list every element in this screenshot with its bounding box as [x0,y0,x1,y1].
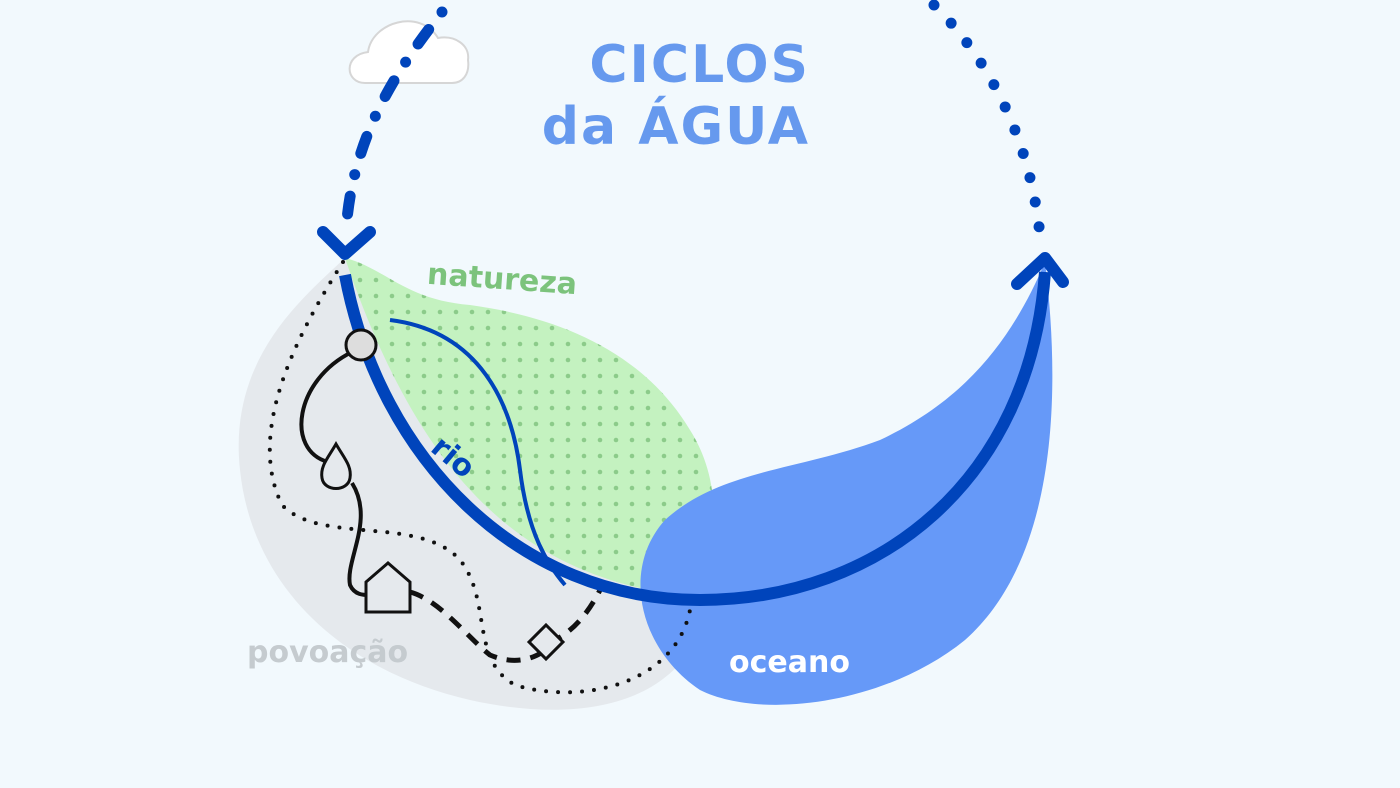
pipe-line [299,350,373,598]
main-river-curve [339,271,1051,607]
house-icon [364,561,412,614]
evaporation-path [928,0,1046,241]
precipitation-path [340,6,448,238]
treatment-icon [526,622,566,662]
ocean-label: oceano [729,645,850,680]
page-title: CICLOS da ÁGUA [520,34,810,158]
title-line-2: da ÁGUA [541,97,810,157]
arrow-down-icon [317,226,376,260]
cloud-icon [348,20,470,84]
water-source-icon [344,328,378,362]
water-drop-icon [320,440,352,490]
arrow-up-icon [1011,252,1069,290]
settlement-label: povoação [247,635,409,670]
dotted-path [267,260,692,695]
title-line-1: CICLOS [589,35,810,95]
